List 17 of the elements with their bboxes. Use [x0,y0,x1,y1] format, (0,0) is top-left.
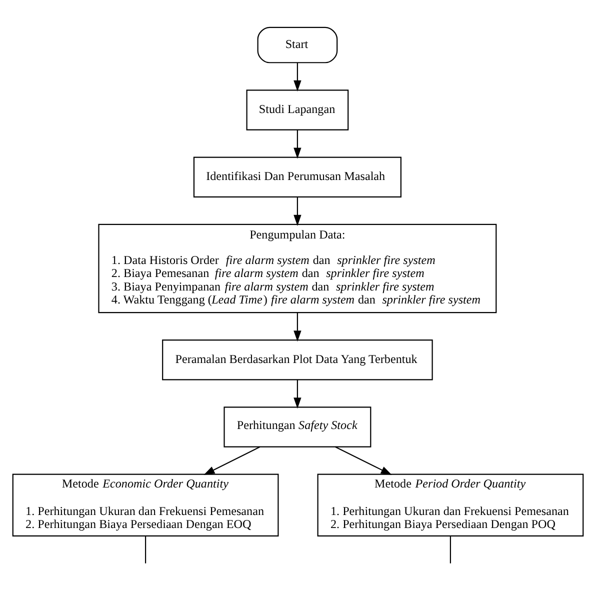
arrow [294,196,302,226]
connector [450,536,451,563]
arrow [294,129,302,158]
node-box: Studi Lapangan [246,89,349,130]
node-box: Start [257,26,338,63]
node-box: Identifikasi Dan Perumusan Masalah [193,156,402,197]
arrow [294,62,302,91]
node-box: Pengumpulan Data: 1. Data Historis Order fire alarm system dan sprinkler fire system 2. Biaya Pemesanan fire alarm system dan sprinkler fire system 3. Biaya Penyimpanan fire alarm system dan sprinkler fire system 4. Waktu Tenggang (Lead Time) fire alarm system dan sprinkler fire system [98,223,497,313]
arrow [294,312,302,342]
node-box: Perhitungan Safety Stock [224,406,372,447]
arrow [294,379,302,408]
arrow [204,446,260,475]
node-box: Peramalan Berdasarkan Plot Data Yang Terbentuk [162,338,433,380]
connector [144,536,146,563]
node-box: Metode Economic Order Quantity 1. Perhitungan Ukuran dan Frekuensi Pemesanan 2. Perhitungan Biaya Persediaan Dengan EOQ [12,473,279,536]
node-box: Metode Period Order Quantity 1. Perhitungan Ukuran dan Frekuensi Pemesanan 2. Perhitungan Biaya Persediaan Dengan POQ [317,473,584,536]
arrow [335,446,392,474]
